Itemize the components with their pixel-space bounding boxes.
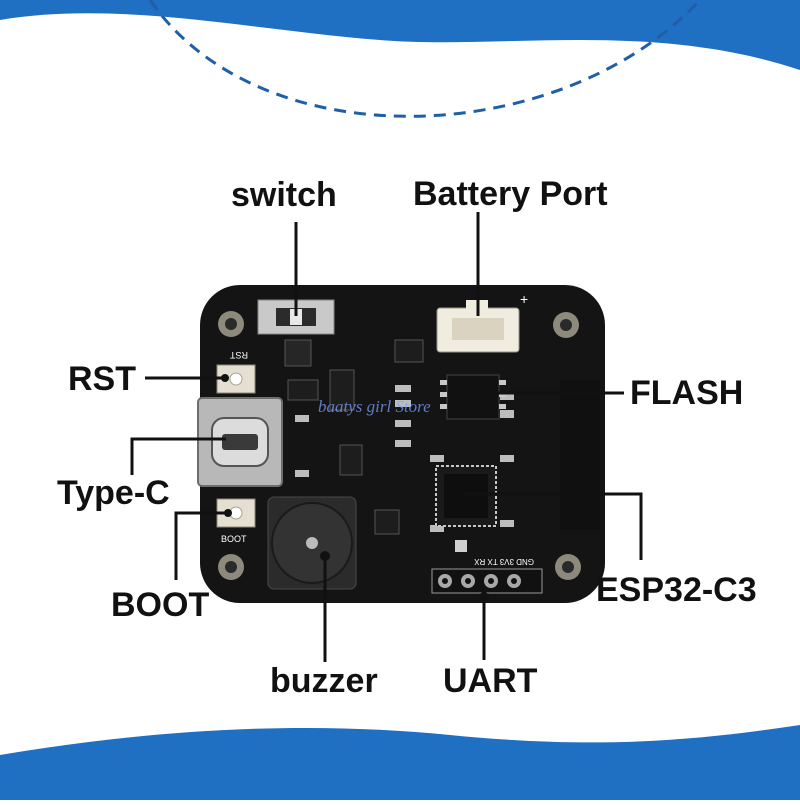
dot-uart (479, 592, 489, 602)
store-watermark: baatys girl Store (318, 397, 431, 416)
leader-lines (130, 212, 643, 662)
usb-c-port (197, 397, 283, 487)
mount-hole-tr (553, 312, 579, 338)
uart-pin-3 (484, 574, 498, 588)
label-battery-port: Battery Port (413, 175, 608, 213)
mount-hole-br (555, 554, 581, 580)
uart-pin-4 (507, 574, 521, 588)
battery-port: + (436, 291, 528, 353)
dot-buzzer (320, 551, 330, 561)
mount-hole-tl (218, 311, 244, 337)
label-esp32: ESP32-C3 (596, 571, 757, 609)
top-wave (0, 0, 800, 70)
slide-switch (257, 299, 335, 335)
leader-type-c (130, 437, 226, 475)
dot-boot (224, 509, 232, 517)
uart-pin-2 (461, 574, 475, 588)
mount-hole-bl (218, 554, 244, 580)
rst-button: RST (216, 350, 256, 394)
label-flash: FLASH (630, 374, 744, 412)
leader-esp32 (463, 492, 643, 560)
leader-dots (221, 374, 489, 602)
leader-boot (174, 511, 226, 580)
label-rst: RST (68, 360, 136, 398)
label-switch: switch (231, 176, 337, 214)
antenna-area (560, 380, 600, 530)
flash-chip (440, 374, 506, 420)
uart-header: GND 3V3 TX RX (431, 557, 543, 594)
small-components (284, 339, 514, 552)
uart-pin-1 (438, 574, 452, 588)
label-uart: UART (443, 662, 538, 700)
uart-pins-silk: GND 3V3 TX RX (473, 557, 534, 566)
esp32-chip (435, 465, 497, 527)
top-dashed-curve (148, 0, 702, 118)
battery-plus-silk: + (520, 291, 528, 307)
buzzer-part (267, 496, 357, 590)
label-buzzer: buzzer (270, 662, 378, 700)
label-type-c: Type-C (57, 474, 170, 512)
label-boot: BOOT (111, 586, 210, 624)
boot-silk: BOOT (221, 534, 247, 544)
pcb-board: + RST BOOT (197, 285, 605, 603)
dot-rst (221, 374, 229, 382)
bottom-wave (0, 725, 800, 800)
boot-button: BOOT (216, 498, 256, 544)
rst-silk: RST (229, 350, 248, 360)
